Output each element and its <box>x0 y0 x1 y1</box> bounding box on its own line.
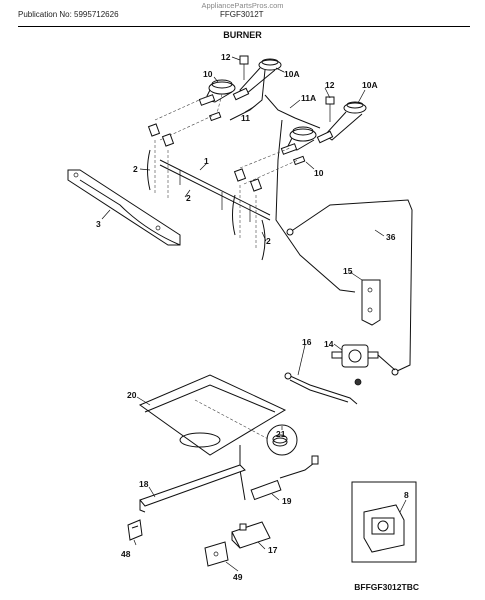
callout-19: 19 <box>282 496 292 506</box>
tube-16 <box>287 374 358 405</box>
header-divider <box>18 26 470 27</box>
tube-11 <box>229 69 266 121</box>
bracket-49 <box>204 541 229 567</box>
burner-10a-top <box>232 58 282 101</box>
valve-2-left <box>147 123 175 200</box>
panel-20 <box>138 374 287 456</box>
callout-3: 3 <box>96 219 101 229</box>
regulator-14 <box>331 344 396 386</box>
callout-2-left: 2 <box>133 164 138 174</box>
model-number: FFGF3012T <box>220 10 264 19</box>
igniter-19 <box>250 455 319 501</box>
callout-1: 1 <box>204 156 209 166</box>
clip-48 <box>127 519 143 541</box>
leader-lines <box>101 56 385 572</box>
callout-8: 8 <box>404 490 409 500</box>
callout-10-left: 10 <box>203 69 213 79</box>
manifold-pipe-1 <box>159 159 271 222</box>
watermark-text: AppliancePartsPros.com <box>201 1 284 10</box>
inset-label: BFFGF3012TBC <box>354 582 419 592</box>
callout-12-right: 12 <box>325 80 335 90</box>
bracket-3 <box>67 169 181 246</box>
callout-12-top: 12 <box>221 52 231 62</box>
callout-11a: 11A <box>301 93 316 103</box>
clip-12-right <box>325 96 335 122</box>
burner-10-right <box>280 126 317 166</box>
callout-36: 36 <box>386 232 396 242</box>
valve-2-right <box>232 168 266 261</box>
tube-11a <box>264 94 321 129</box>
tube-36 <box>289 199 413 373</box>
publication-number: Publication No: 5995712626 <box>18 10 119 19</box>
callout-2-right: 2 <box>266 236 271 246</box>
tube-36-fitting-end <box>391 368 399 376</box>
inset-box-8 <box>351 481 417 563</box>
callout-15: 15 <box>343 266 353 276</box>
callout-labels: 12 10 10A 12 10A 11A 11 10 1 2 2 3 2 36 … <box>96 52 409 582</box>
burner-10-left <box>198 79 236 122</box>
callout-10a-top: 10A <box>284 69 300 79</box>
callout-14: 14 <box>324 339 334 349</box>
clip-12-top <box>239 55 249 80</box>
connector-tube <box>239 445 246 501</box>
burner-10a-right <box>316 101 367 144</box>
callout-17: 17 <box>268 545 278 555</box>
bracket-18 <box>139 464 246 513</box>
tube-11a-lower <box>275 119 356 293</box>
module-17 <box>231 521 271 549</box>
callout-10-right: 10 <box>314 168 324 178</box>
callout-16: 16 <box>302 337 312 347</box>
callout-11: 11 <box>241 113 250 123</box>
callout-49: 49 <box>233 572 243 582</box>
bracket-15 <box>361 279 381 326</box>
callout-48: 48 <box>121 549 131 559</box>
callout-2-mid: 2 <box>186 193 191 203</box>
page-title: BURNER <box>223 30 262 40</box>
detail-circle-21 <box>266 424 298 456</box>
callout-21: 21 <box>276 429 286 439</box>
callout-20: 20 <box>127 390 137 400</box>
callout-18: 18 <box>139 479 149 489</box>
callout-10a-right: 10A <box>362 80 378 90</box>
tube-36-fitting <box>286 228 294 236</box>
